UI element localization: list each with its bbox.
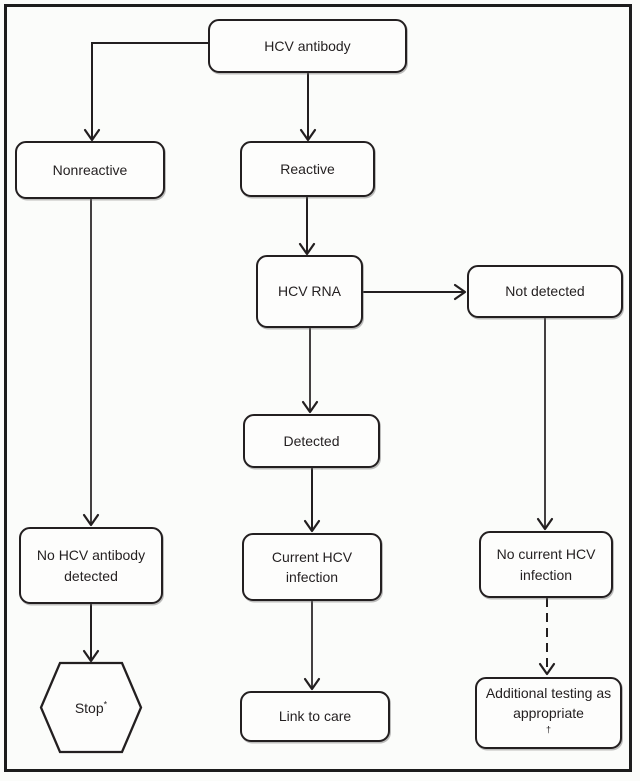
dagger-superscript: †	[545, 724, 551, 735]
node-stop-label: Stop*	[74, 698, 108, 716]
node-detected-label: Detected	[283, 432, 340, 449]
asterisk-superscript: *	[103, 698, 108, 709]
node-additional-testing-label: Additional testing as appropriate†	[485, 684, 612, 735]
node-additional-testing: Additional testing as appropriate†	[475, 677, 622, 749]
node-no-hcv-antibody-detected: No HCV antibody detected	[19, 527, 163, 604]
node-reactive-label: Reactive	[280, 160, 335, 177]
node-hcv-rna: HCV RNA	[256, 255, 363, 328]
node-no-current-hcv-infection-label: No current HCV infection	[496, 546, 596, 583]
node-link-to-care: Link to care	[240, 691, 390, 742]
node-link-to-care-label: Link to care	[278, 708, 352, 725]
node-current-hcv-infection-label: Current HCV infection	[271, 548, 353, 585]
figure-border	[4, 4, 632, 772]
node-current-hcv-infection: Current HCV infection	[242, 533, 382, 601]
node-hcv-antibody: HCV antibody	[208, 19, 407, 73]
node-stop: Stop*	[41, 663, 141, 752]
node-reactive: Reactive	[240, 141, 375, 197]
node-not-detected-label: Not detected	[505, 283, 585, 300]
node-nonreactive: Nonreactive	[15, 141, 165, 199]
node-hcv-rna-label: HCV RNA	[277, 283, 341, 300]
node-hcv-antibody-label: HCV antibody	[264, 37, 351, 54]
node-no-current-hcv-infection: No current HCV infection	[479, 531, 613, 598]
node-detected: Detected	[243, 414, 380, 468]
node-not-detected: Not detected	[467, 265, 623, 318]
node-no-hcv-antibody-detected-label: No HCV antibody detected	[36, 547, 146, 584]
node-nonreactive-label: Nonreactive	[52, 161, 128, 178]
